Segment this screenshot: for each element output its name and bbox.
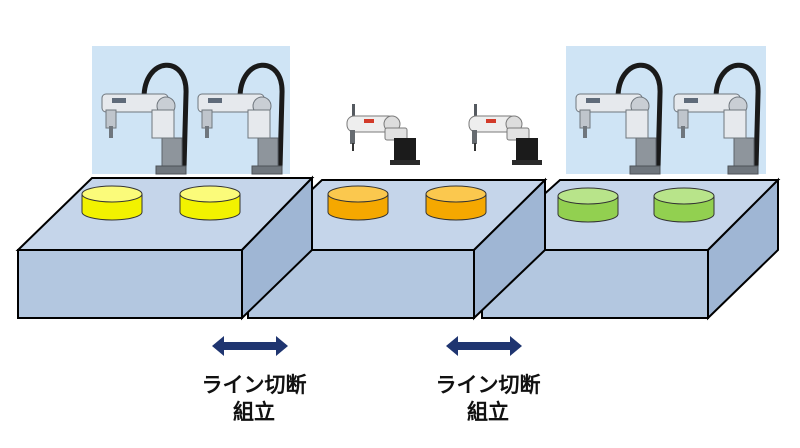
line-split-caption: ライン切断 組立 — [174, 372, 334, 426]
line-split-caption: ライン切断 組立 — [408, 372, 568, 426]
green-part — [653, 187, 715, 223]
green-part — [557, 187, 619, 223]
double-arrow-icon — [446, 336, 522, 356]
compact-robot-icon — [346, 103, 421, 166]
yellow-part — [81, 185, 143, 221]
compact-robot-icon — [468, 103, 543, 166]
orange-part — [425, 185, 487, 221]
orange-part — [327, 185, 389, 221]
caption-line-2: 組立 — [467, 400, 509, 424]
caption-line-2: 組立 — [233, 400, 275, 424]
double-arrow-icon — [212, 336, 288, 356]
caption-line-1: ライン切断 — [201, 373, 307, 397]
caption-line-1: ライン切断 — [435, 373, 541, 397]
yellow-part — [179, 185, 241, 221]
